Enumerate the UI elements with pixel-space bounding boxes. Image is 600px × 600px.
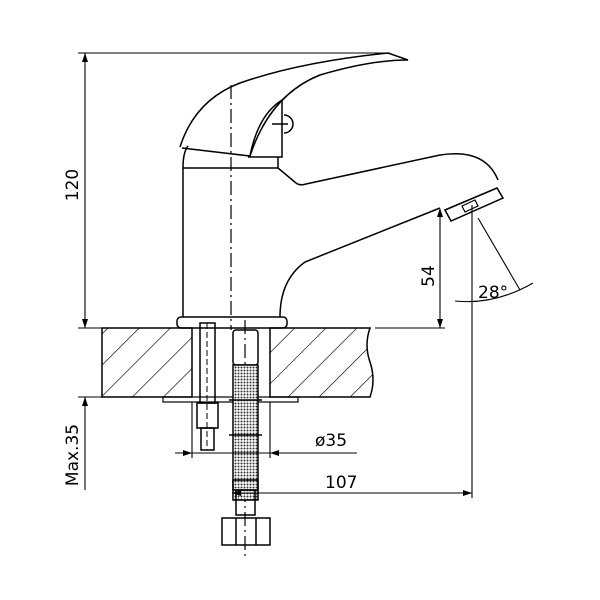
spout-height-label: 54 bbox=[419, 265, 439, 287]
hole-diameter-label: ø35 bbox=[315, 431, 347, 451]
angle-label: 28° bbox=[478, 283, 508, 303]
countertop bbox=[101, 327, 374, 403]
mounting-stud bbox=[196, 322, 219, 451]
height-label: 120 bbox=[63, 169, 83, 201]
max-thickness-label: Max.35 bbox=[63, 424, 83, 486]
faucet-body bbox=[176, 52, 505, 329]
dimension-lines bbox=[78, 52, 534, 498]
reach-label: 107 bbox=[325, 473, 357, 493]
flex-hose bbox=[221, 329, 271, 546]
